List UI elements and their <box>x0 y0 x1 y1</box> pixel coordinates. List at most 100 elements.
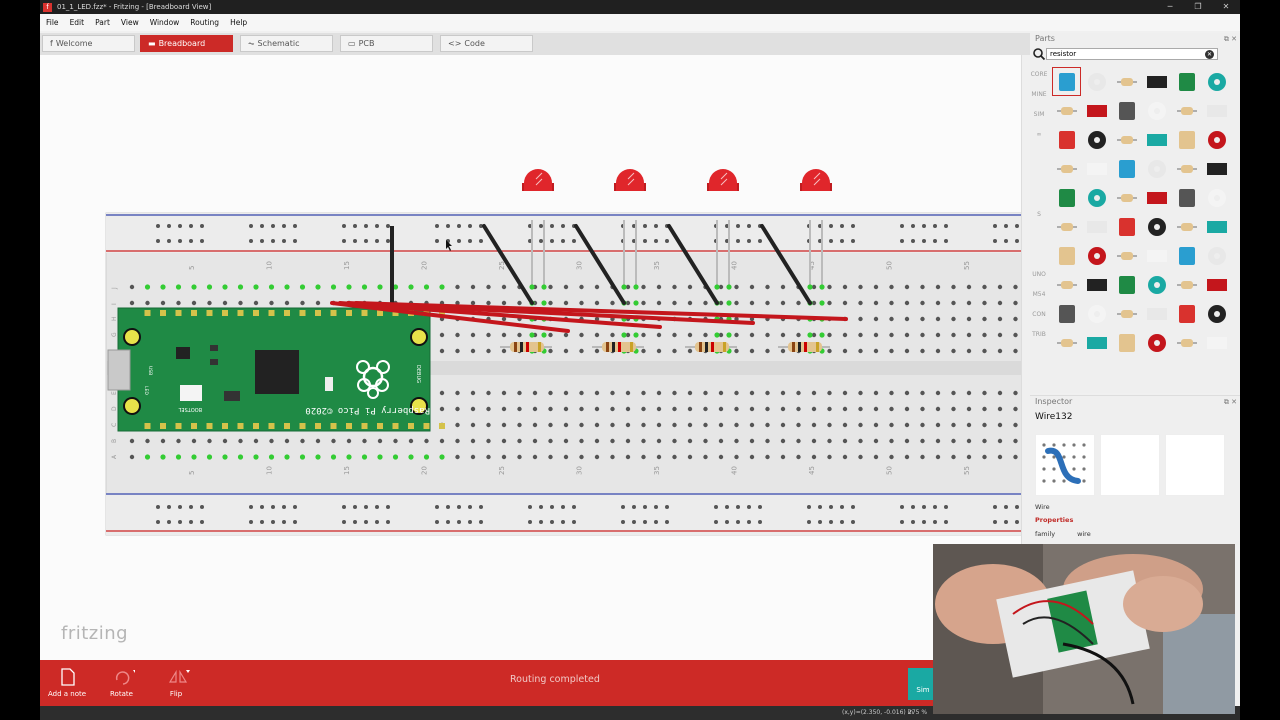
part-thumbnail[interactable] <box>1202 67 1231 96</box>
parts-bin-3[interactable]: ∞ <box>1036 131 1042 138</box>
part-thumbnail[interactable] <box>1142 270 1171 299</box>
parts-bin-7[interactable]: S <box>1037 211 1041 218</box>
part-thumbnail[interactable] <box>1112 241 1141 270</box>
parts-bin-0[interactable]: CORE <box>1030 71 1048 78</box>
menu-part[interactable]: Part <box>95 18 110 27</box>
raspberry-pi-pico[interactable]: Raspberry Pi Pico ©2020 BOOTSEL DEBUG LE… <box>107 307 431 432</box>
part-thumbnail[interactable] <box>1052 270 1081 299</box>
part-thumbnail[interactable] <box>1172 241 1201 270</box>
part-thumbnail[interactable] <box>1202 299 1231 328</box>
panel-float-close-icon[interactable]: ⧉ ✕ <box>1223 35 1237 43</box>
part-thumbnail[interactable] <box>1082 125 1111 154</box>
tab-pcb[interactable]: ▭PCB <box>340 35 433 52</box>
flip-button[interactable]: Flip <box>166 668 190 698</box>
close-button[interactable]: ✕ <box>1222 2 1230 11</box>
parts-bin-12[interactable]: CON TRIB <box>1032 311 1046 338</box>
part-thumbnail[interactable] <box>1112 299 1141 328</box>
part-thumbnail[interactable] <box>1202 241 1231 270</box>
part-thumbnail[interactable] <box>1052 125 1081 154</box>
part-thumbnail[interactable] <box>1202 125 1231 154</box>
part-thumbnail[interactable] <box>1082 270 1111 299</box>
part-thumbnail[interactable] <box>1142 154 1171 183</box>
tab-schematic[interactable]: ⏦Schematic <box>240 35 333 52</box>
part-thumbnail[interactable] <box>1172 270 1201 299</box>
top-power-rail[interactable] <box>106 213 1022 253</box>
parts-bin-10[interactable]: UNO <box>1032 271 1046 278</box>
search-icon[interactable] <box>1032 47 1046 61</box>
part-thumbnail[interactable] <box>1202 183 1231 212</box>
clear-search-icon[interactable]: ✕ <box>1205 49 1214 59</box>
part-thumbnail[interactable] <box>1142 183 1171 212</box>
parts-bin-14[interactable] <box>1030 345 1048 365</box>
parts-bin-2[interactable]: SIM <box>1033 111 1045 118</box>
part-thumbnail[interactable] <box>1172 96 1201 125</box>
menu-help[interactable]: Help <box>230 18 248 27</box>
rotate-button[interactable]: Rotate <box>110 668 138 698</box>
part-thumbnail[interactable] <box>1112 183 1141 212</box>
menu-edit[interactable]: Edit <box>69 18 85 27</box>
resistors[interactable] <box>500 342 830 352</box>
part-thumbnail[interactable] <box>1142 125 1171 154</box>
part-thumbnail[interactable] <box>1052 183 1081 212</box>
panel-float-close-icon[interactable]: ⧉ ✕ <box>1223 398 1237 406</box>
part-thumbnail[interactable] <box>1112 67 1141 96</box>
part-thumbnail[interactable] <box>1142 212 1171 241</box>
part-thumbnail[interactable] <box>1142 328 1171 357</box>
menu-file[interactable]: File <box>46 18 59 27</box>
part-thumbnail[interactable] <box>1172 183 1201 212</box>
parts-bin-4[interactable] <box>1030 145 1048 165</box>
part-thumbnail[interactable] <box>1142 241 1171 270</box>
menu-routing[interactable]: Routing <box>190 18 220 27</box>
part-thumbnail[interactable] <box>1172 212 1201 241</box>
part-thumbnail[interactable] <box>1082 241 1111 270</box>
part-thumbnail[interactable] <box>1082 212 1111 241</box>
part-thumbnail[interactable] <box>1082 67 1111 96</box>
part-thumbnail[interactable] <box>1142 96 1171 125</box>
part-thumbnail[interactable] <box>1202 154 1231 183</box>
part-thumbnail[interactable] <box>1052 328 1081 357</box>
part-thumbnail[interactable] <box>1112 154 1141 183</box>
part-thumbnail[interactable] <box>1082 299 1111 328</box>
part-thumbnail[interactable] <box>1202 270 1231 299</box>
part-thumbnail[interactable] <box>1172 67 1201 96</box>
part-thumbnail[interactable] <box>1112 96 1141 125</box>
part-thumbnail[interactable] <box>1202 96 1231 125</box>
part-thumbnail[interactable] <box>1112 125 1141 154</box>
tab-breadboard[interactable]: ▬Breadboard <box>140 35 233 52</box>
part-thumbnail[interactable] <box>1112 212 1141 241</box>
leds[interactable] <box>522 169 832 191</box>
part-thumbnail[interactable] <box>1052 212 1081 241</box>
part-thumbnail[interactable] <box>1142 299 1171 328</box>
parts-bin-5[interactable] <box>1030 165 1048 185</box>
part-thumbnail[interactable] <box>1052 299 1081 328</box>
menu-window[interactable]: Window <box>149 18 180 27</box>
part-thumbnail[interactable] <box>1172 154 1201 183</box>
part-thumbnail[interactable] <box>1172 299 1201 328</box>
menu-view[interactable]: View <box>120 18 139 27</box>
part-thumbnail[interactable] <box>1082 96 1111 125</box>
part-thumbnail[interactable] <box>1202 328 1231 357</box>
red-wires[interactable] <box>330 301 848 333</box>
parts-bin-9[interactable] <box>1030 245 1048 265</box>
add-note-button[interactable]: Add a note <box>48 668 86 698</box>
parts-search-input[interactable] <box>1046 48 1218 60</box>
part-thumbnail[interactable] <box>1082 154 1111 183</box>
part-thumbnail[interactable] <box>1202 212 1231 241</box>
part-thumbnail[interactable] <box>1082 328 1111 357</box>
part-thumbnail[interactable] <box>1052 241 1081 270</box>
parts-bin-11[interactable]: M54 <box>1032 291 1046 298</box>
part-thumbnail[interactable] <box>1172 328 1201 357</box>
parts-bin-1[interactable]: MINE <box>1031 91 1047 98</box>
breadboard-drawing[interactable]: 5510101515202025253030353540404545505055… <box>40 55 1022 660</box>
part-thumbnail[interactable] <box>1172 125 1201 154</box>
part-thumbnail[interactable] <box>1052 67 1081 96</box>
black-wires[interactable] <box>390 224 812 305</box>
parts-bin-8[interactable] <box>1030 225 1048 245</box>
minimize-button[interactable]: ─ <box>1167 2 1173 11</box>
maximize-button[interactable]: ❐ <box>1194 2 1202 11</box>
part-thumbnail[interactable] <box>1112 270 1141 299</box>
part-thumbnail[interactable] <box>1052 96 1081 125</box>
parts-bin-6[interactable] <box>1030 185 1048 205</box>
